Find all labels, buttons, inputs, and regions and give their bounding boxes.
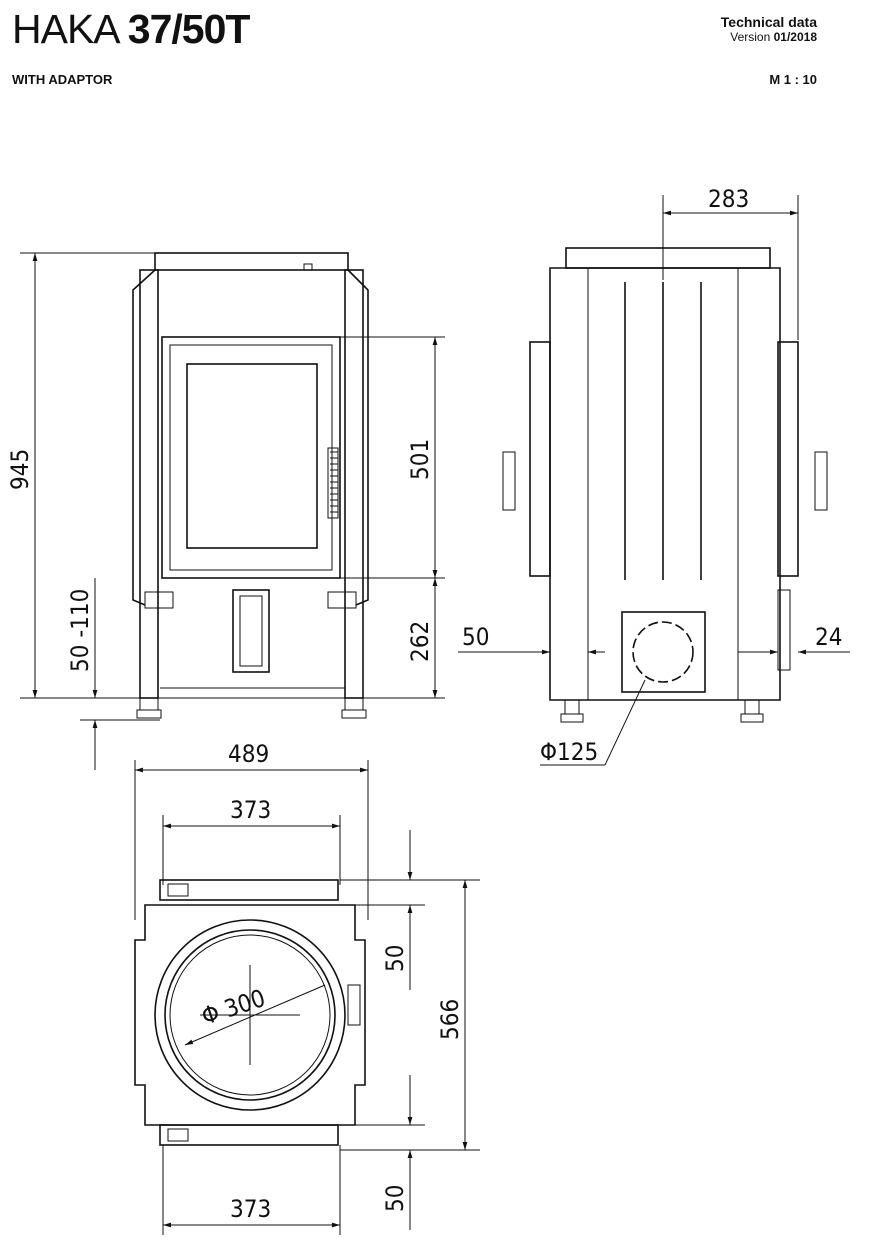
dim-262: 262 — [406, 621, 434, 662]
dim-50-back: 50 — [381, 1185, 409, 1212]
dim-flue-diameter: Φ125 — [540, 738, 598, 766]
dim-50-side: 50 — [462, 623, 489, 651]
product-title: HAKA 37/50T — [12, 6, 251, 53]
doc-type: Technical data — [720, 14, 817, 30]
version-value: 01/2018 — [773, 30, 817, 44]
dim-50-110: 50 -110 — [66, 589, 94, 672]
version-label: Version — [730, 30, 771, 44]
dim-945: 945 — [6, 449, 34, 490]
dim-373-top: 373 — [230, 796, 271, 824]
dim-373-bottom: 373 — [230, 1195, 271, 1223]
top-view: Φ 300 489 373 373 566 50 50 — [134, 740, 480, 1235]
model-number: 37/50T — [127, 6, 251, 52]
dim-283: 283 — [708, 185, 749, 213]
front-view: 945 501 262 50 -110 — [6, 252, 445, 770]
version: Version 01/2018 — [721, 30, 817, 45]
document-info: Technical data Version 01/2018 — [721, 15, 817, 45]
scale-label: M 1 : 10 — [769, 72, 817, 87]
dim-501: 501 — [406, 439, 434, 480]
side-view: 283 50 24 Φ125 — [458, 185, 850, 766]
subtitle: WITH ADAPTOR — [12, 72, 113, 87]
dim-50-front: 50 — [381, 945, 409, 972]
dim-489: 489 — [228, 740, 269, 768]
dim-566: 566 — [436, 999, 464, 1040]
model-prefix: HAKA — [12, 6, 118, 52]
dim-24: 24 — [815, 623, 842, 651]
